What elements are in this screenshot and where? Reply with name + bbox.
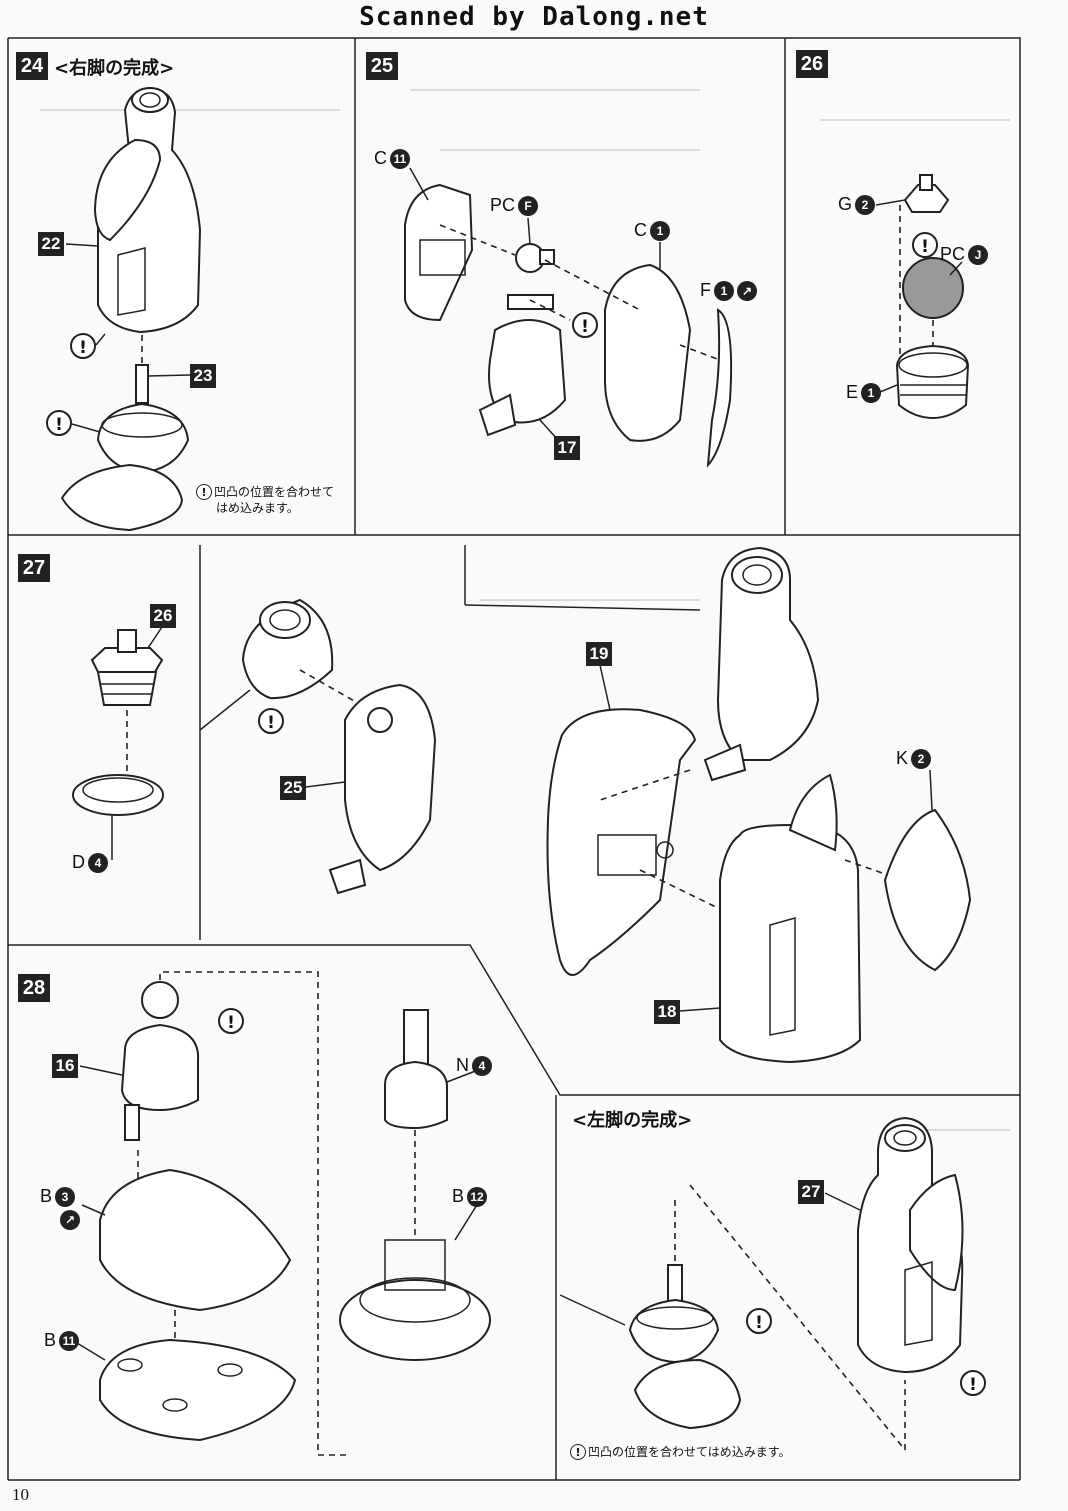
bleed-through-lines	[40, 89, 1010, 1131]
part-27-tag: 27	[798, 1180, 824, 1204]
alignment-warning-icon: !	[70, 333, 96, 359]
warning-icon: !	[196, 484, 212, 500]
left-leg-assembled	[559, 1116, 964, 1451]
alignment-warning-icon: !	[218, 1008, 244, 1034]
panel-borders	[7, 37, 1021, 1481]
step28-parts	[99, 971, 491, 1456]
warning-icon: !	[570, 1444, 586, 1460]
alignment-warning-icon: !	[572, 312, 598, 338]
scanner-watermark: Scanned by Dalong.net	[359, 2, 709, 32]
step26-parts	[895, 174, 970, 420]
step27-joint-and-cap	[72, 629, 164, 816]
step25-parts	[404, 183, 733, 468]
part-17-tag: 17	[554, 436, 580, 460]
step24-foot-base	[60, 364, 190, 532]
part-22-tag: 22	[38, 232, 64, 256]
step-27-number: 27	[18, 554, 50, 582]
part-18-tag: 18	[654, 1000, 680, 1024]
page-number: 10	[12, 1485, 29, 1504]
step-26-number: 26	[796, 50, 828, 78]
part-26-tag: 26	[150, 604, 176, 628]
step-25-number: 25	[366, 52, 398, 80]
part-16-tag: 16	[52, 1054, 78, 1078]
alignment-warning-icon: !	[746, 1308, 772, 1334]
step24-leg-assembled	[93, 86, 202, 375]
alignment-warning-icon: !	[258, 708, 284, 734]
alignment-warning-icon: !	[912, 232, 938, 258]
cement-icon: ↗	[737, 280, 757, 301]
step-24-title: <右脚の完成>	[54, 58, 175, 79]
part-23-tag: 23	[190, 364, 216, 388]
alignment-warning-icon: !	[960, 1370, 986, 1396]
left-leg-note: !凹凸の位置を合わせてはめ込みます。	[570, 1444, 791, 1460]
left-leg-title: <左脚の完成>	[572, 1110, 693, 1131]
step-28-number: 28	[18, 974, 50, 1002]
part-19-tag: 19	[586, 642, 612, 666]
step-24-note: !凹凸の位置を合わせて はめ込みます。	[196, 484, 334, 516]
part-25-tag: 25	[280, 776, 306, 800]
cement-icon: ↗	[60, 1210, 80, 1230]
step-24-number: 24	[16, 52, 48, 80]
step27-leg-assembly	[464, 545, 972, 1064]
alignment-warning-icon: !	[46, 410, 72, 436]
step27-leg-upper	[199, 545, 437, 940]
